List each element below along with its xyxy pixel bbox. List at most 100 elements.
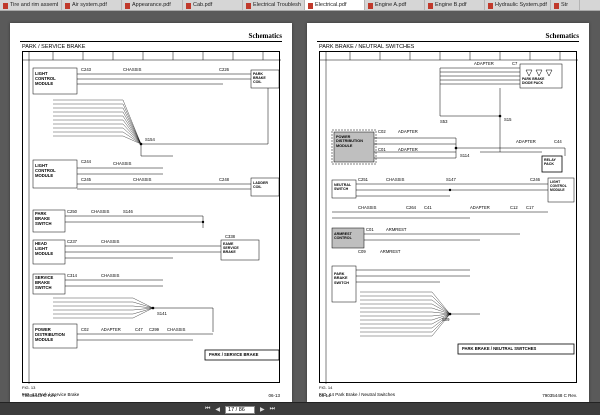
footer-left: 79035448 C Rev.	[22, 393, 57, 398]
harness-label: CHASSIS	[133, 177, 152, 182]
harness-label: ADAPTER	[470, 205, 490, 210]
connector-label: C47	[135, 327, 143, 332]
pdf-file-icon	[428, 2, 433, 9]
page-header: Schematics	[545, 32, 579, 40]
connector-label: C237	[67, 239, 78, 244]
pdf-file-icon	[368, 2, 373, 9]
prev-page-icon[interactable]: ◀	[215, 407, 221, 413]
next-page-icon[interactable]: ▶	[260, 407, 265, 413]
harness-label: ADAPTER	[516, 139, 536, 144]
section-title: PARK / SERVICE BRAKE	[22, 44, 86, 50]
splice-label: S146	[123, 209, 133, 214]
pdf-file-icon	[65, 2, 70, 9]
pdf-file-icon	[488, 2, 493, 9]
title-block: PARK BRAKE / NEUTRAL SWITCHES	[462, 346, 537, 351]
splice-label: S147	[446, 177, 456, 182]
tab-9[interactable]: Str	[551, 0, 580, 10]
connector-label: C226	[219, 67, 230, 72]
tab-5[interactable]: Electrical.pdf	[305, 0, 365, 10]
pdf-page-left: Schematics PARK / SERVICE BRAKE	[10, 23, 292, 402]
viewer-toolbar: ⏮ ◀ 17 / 86 ▶ ⏭	[0, 402, 600, 415]
harness-label: CHASSIS	[167, 327, 186, 332]
harness-label: ARMREST	[380, 249, 401, 254]
title-block: PARK / SERVICE BRAKE	[209, 352, 259, 357]
tab-1[interactable]: Air system.pdf	[62, 0, 122, 10]
connector-label: C01	[378, 147, 386, 152]
harness-label: CHASSIS	[101, 273, 120, 278]
page-header: Schematics	[248, 32, 282, 40]
harness-label: ARMREST	[386, 227, 407, 232]
pdf-file-icon	[125, 2, 130, 9]
tab-3[interactable]: Cab.pdf	[183, 0, 243, 10]
tab-label: Engine A.pdf	[375, 2, 407, 8]
document-viewer[interactable]: Schematics PARK / SERVICE BRAKE	[0, 11, 600, 402]
harness-label: CHASSIS	[123, 67, 142, 72]
first-page-icon[interactable]: ⏮	[205, 406, 211, 412]
connector-label: C246	[530, 177, 541, 182]
footer-right: 79035448 C Rev.	[542, 393, 577, 398]
tab-7[interactable]: Engine B.pdf	[425, 0, 485, 10]
tab-8[interactable]: Hydraulic System.pdf	[485, 0, 551, 10]
tab-6[interactable]: Engine A.pdf	[365, 0, 425, 10]
figure-number: FIG. 13	[22, 385, 36, 390]
tab-label: Electrical.pdf	[315, 2, 347, 8]
tab-label: Engine B.pdf	[435, 2, 467, 8]
splice-label: S53	[440, 119, 448, 124]
tab-2[interactable]: Appearance.pdf	[122, 0, 183, 10]
footer-left: 06-14	[319, 393, 331, 398]
connector-label: C250	[67, 209, 78, 214]
connector-label: C299	[149, 327, 160, 332]
connector-label: C7	[512, 61, 518, 66]
splice-label: S09	[442, 317, 450, 322]
harness-label: ADAPTER	[101, 327, 121, 332]
splice-label: S15	[504, 117, 512, 122]
tab-4[interactable]: Electrical Troubleshoo...	[243, 0, 305, 10]
connector-label: C44	[554, 139, 562, 144]
header-rule	[317, 41, 579, 42]
pdf-file-icon	[186, 2, 191, 9]
page-number-input[interactable]: 17 / 86	[225, 405, 256, 414]
harness-label: CHASSIS	[113, 161, 132, 166]
footer-right: 06-13	[268, 393, 280, 398]
tab-label: Air system.pdf	[72, 2, 107, 8]
connector-label: C41	[424, 205, 432, 210]
connector-label: C09	[358, 249, 366, 254]
connector-label: C245	[81, 177, 92, 182]
tab-0[interactable]: Tire and rim assembly...	[0, 0, 62, 10]
header-rule	[20, 41, 282, 42]
connector-label: C02	[378, 129, 386, 134]
page-navigation: ⏮ ◀ 17 / 86 ▶ ⏭	[205, 405, 275, 414]
figure-number: FIG. 14	[319, 385, 333, 390]
schematic-lines	[320, 52, 578, 384]
pdf-page-right: Schematics PARK BRAKE / NEUTRAL SWITCHES	[307, 23, 589, 402]
harness-label: CHASSIS	[386, 177, 405, 182]
harness-label: CHASSIS	[101, 239, 120, 244]
connector-label: C244	[81, 159, 92, 164]
splice-label: S114	[460, 153, 470, 158]
harness-label: CHASSIS	[358, 205, 377, 210]
harness-label: ADAPTER	[398, 129, 418, 134]
connector-label: C02	[81, 327, 89, 332]
harness-label: ADAPTER	[474, 61, 494, 66]
tab-label: Hydraulic System.pdf	[495, 2, 547, 8]
connector-label: C314	[67, 273, 78, 278]
tab-label: Tire and rim assembly...	[10, 2, 58, 8]
tab-label: Appearance.pdf	[132, 2, 171, 8]
splice-label: S141	[157, 311, 167, 316]
harness-label: CHASSIS	[91, 209, 110, 214]
splice-label: S154	[145, 137, 155, 142]
last-page-icon[interactable]: ⏭	[269, 406, 276, 412]
